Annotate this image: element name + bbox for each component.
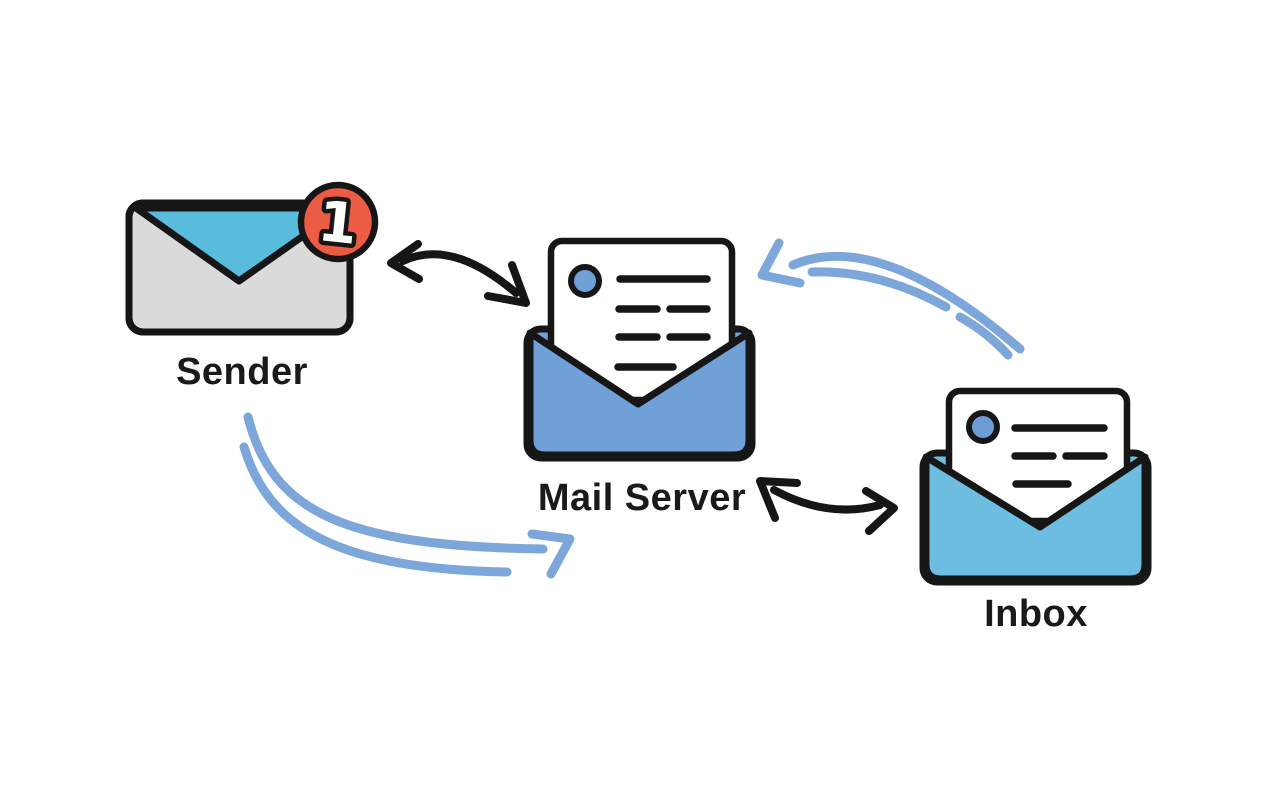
arrow-server-inbox-shaft [770, 486, 884, 514]
blue-arrow-bottom-inner-line [239, 442, 512, 577]
arrow-sender-server [387, 240, 530, 307]
blue-arrow-sender-to-server [239, 412, 575, 579]
badge-count: 1 [315, 189, 361, 258]
arrow-sender-server-left-head [387, 240, 423, 283]
badge-circle [297, 181, 379, 263]
blue-arrow-top-inner-line-a [807, 267, 951, 312]
inbox-letter-text-lines [1011, 424, 1108, 488]
blue-arrow-inbox-to-server [757, 238, 1025, 360]
server-letter-text-lines [614, 275, 711, 371]
sender-envelope-outline [125, 199, 354, 336]
inbox-letter-avatar-dot [966, 410, 1000, 444]
inbox-icon [919, 387, 1152, 586]
arrow-sender-server-shaft [399, 250, 520, 297]
server-letter-avatar-dot [568, 264, 602, 298]
sender-label: Sender [176, 351, 308, 393]
blue-arrow-bottom-head [527, 529, 575, 579]
arrow-server-inbox-right-head [862, 487, 898, 535]
inbox-envelope-front [922, 453, 1149, 583]
blue-arrow-top-outer-line [788, 251, 1025, 354]
server-envelope-front [526, 329, 753, 459]
mail-server-icon [523, 237, 756, 462]
arrow-sender-server-right-head [484, 261, 530, 307]
arrow-server-inbox [756, 477, 898, 535]
inbox-letter [945, 387, 1131, 525]
notification-badge: 1 [297, 181, 379, 263]
blue-arrow-top-inner-line-b [955, 312, 1013, 360]
blue-arrow-top-head [757, 238, 805, 288]
arrow-server-inbox-left-head [756, 477, 801, 522]
blue-arrow-bottom-outer-line [243, 412, 548, 554]
server-letter [547, 237, 736, 404]
mail-server-label: Mail Server [538, 477, 746, 519]
node-labels: Sender Mail Server Inbox [176, 351, 1088, 635]
sender-envelope-icon: 1 [125, 181, 379, 336]
sender-envelope-flap [132, 204, 347, 285]
inbox-label: Inbox [984, 593, 1088, 635]
